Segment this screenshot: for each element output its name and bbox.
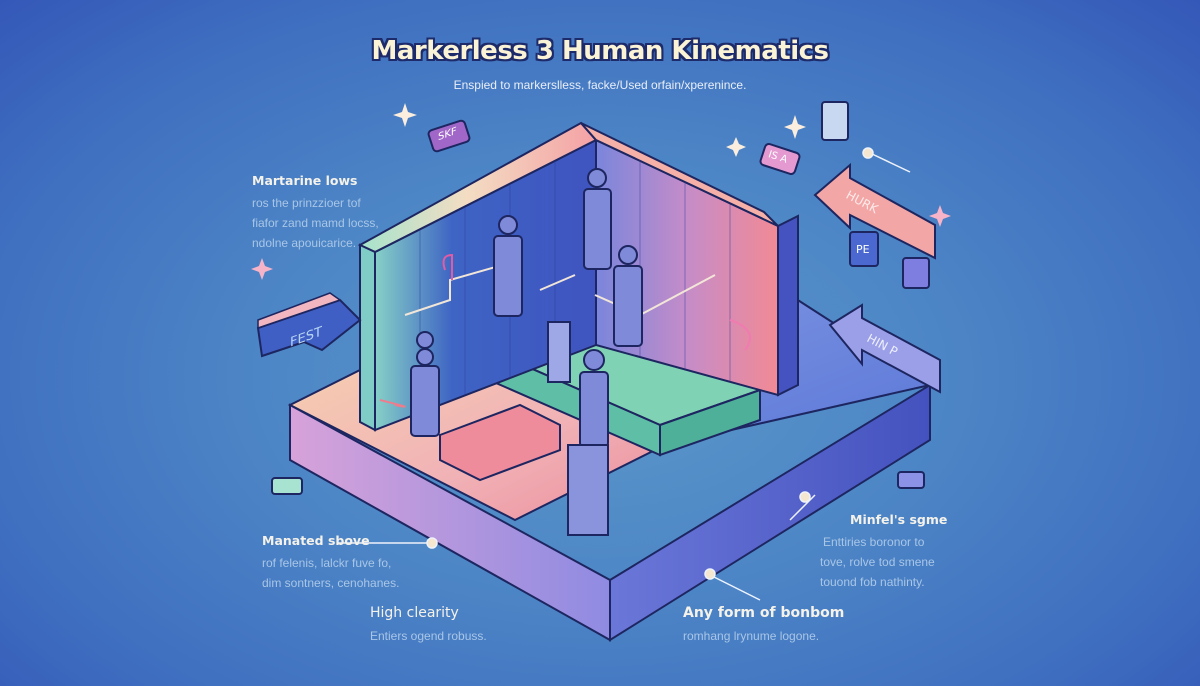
annotation-line: romhang lrynume logone. (683, 629, 820, 643)
annotation-line: ros the prinzzioer tof (252, 196, 361, 210)
pink-step (439, 403, 561, 482)
annotation-line: touond fob nathinty. (820, 575, 925, 589)
annotation-bottom-right: Minfel's sgme Enttiries boronor to tove,… (820, 512, 947, 592)
figure-5 (579, 349, 609, 448)
annotation-line: dim sontners, cenohanes. (262, 576, 400, 590)
pillar (547, 321, 571, 383)
annotation-line: tove, rolve tod smene (820, 555, 935, 569)
tile-label-pe: PE (856, 243, 870, 256)
annotation-line: fiafor zand mamd locss, (252, 216, 379, 230)
tile-small-right (897, 471, 925, 489)
tile-doc (821, 101, 849, 141)
arrow-fest (256, 292, 362, 358)
annotation-heading: High clearity (370, 605, 459, 621)
human-figures (410, 168, 643, 536)
annotation-top-left: Martarine lows ros the prinzzioer tof fi… (252, 173, 379, 253)
annotation-heading: Manated sbove (262, 533, 370, 548)
annotation-line: Enttiries boronor to (823, 535, 925, 549)
tile-isa (759, 143, 801, 175)
green-platform-side (659, 388, 761, 457)
annotation-line: rof felenis, lalckr fuve fo, (262, 556, 392, 570)
annotation-line: Entiers ogend robuss. (370, 629, 487, 643)
base-front-right (609, 383, 931, 642)
annotation-bottom-left: Manated sbove rof felenis, lalckr fuve f… (262, 533, 399, 593)
figure-4 (410, 331, 440, 437)
arrow-hurk (813, 162, 936, 260)
page-title: Markerless 3 Human Kinematics (371, 36, 829, 66)
tile-pe (849, 231, 879, 267)
annotation-line: ndolne apouicarice. (252, 236, 357, 250)
figure-1 (493, 215, 523, 317)
annotation-heading: Any form of bonbom (683, 605, 845, 621)
tile-skf (427, 119, 471, 153)
tile-glyph (902, 257, 930, 289)
wall-right-end (777, 214, 799, 397)
annotation-bottom-center-left: High clearity Entiers ogend robuss. (370, 605, 487, 646)
annotation-heading: Minfel's sgme (850, 512, 948, 527)
annotation-bottom-center-right: Any form of bonbom romhang lrynume logon… (683, 605, 844, 646)
pedestal (567, 444, 609, 536)
figure-3 (613, 245, 643, 347)
annotation-heading: Martarine lows (252, 173, 358, 188)
page-subtitle: Enspied to markerslless, facke/Used orfa… (453, 78, 747, 92)
wall-left-end (359, 243, 376, 432)
tile-small-left (271, 477, 303, 495)
figure-2 (583, 168, 612, 270)
arrow-hinp (828, 303, 941, 394)
